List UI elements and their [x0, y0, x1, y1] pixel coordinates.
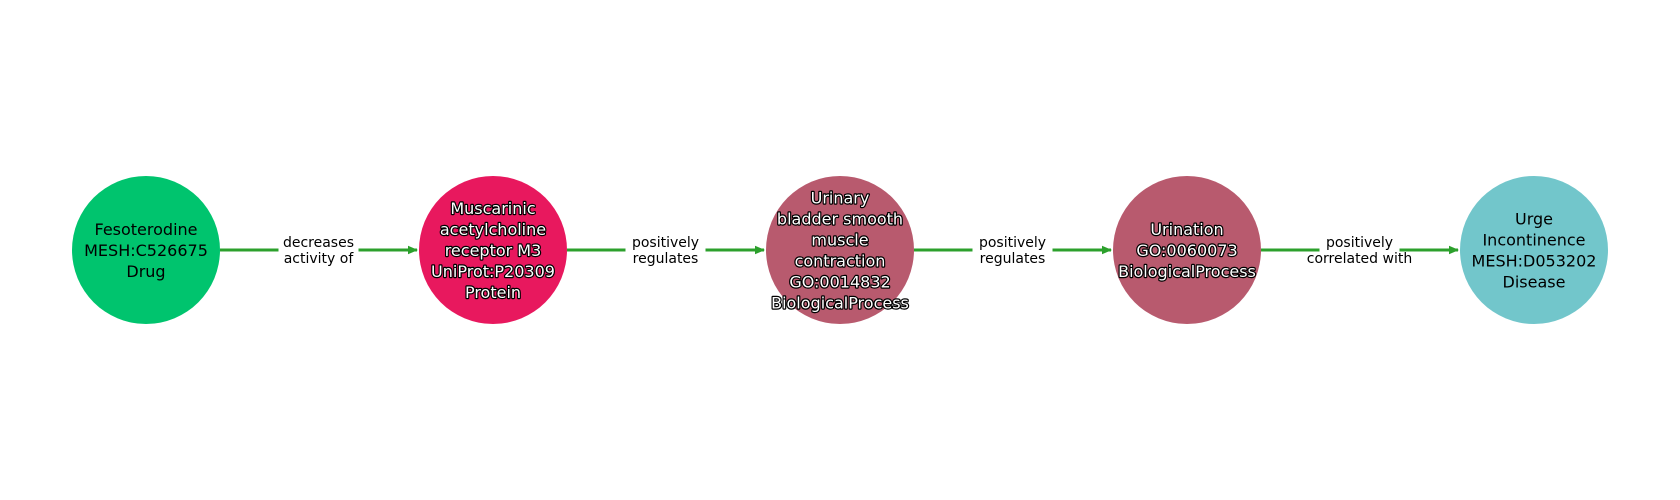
node-label: Urination: [1150, 220, 1223, 239]
node-label: MESH:D053202: [1472, 252, 1597, 271]
edge-label: activity of: [284, 251, 355, 267]
node-circle: [419, 176, 567, 324]
node-circle: [72, 176, 220, 324]
node-label: bladder smooth: [777, 210, 903, 229]
node-label: acetylcholine: [440, 220, 546, 239]
edge-label: regulates: [980, 251, 1046, 267]
node-label: Urinary: [811, 189, 870, 208]
node-label: GO:0060073: [1136, 241, 1237, 260]
node-bladder-contraction: Urinary bladder smooth muscle contractionGO…: [766, 176, 914, 324]
node-label: BiologicalProcess: [1118, 262, 1256, 281]
edge-label: regulates: [633, 251, 699, 267]
node-label: Drug: [126, 262, 165, 281]
node-label: GO:0014832: [789, 273, 890, 292]
node-label: MESH:C526675: [84, 241, 208, 260]
edge-label: decreases: [283, 235, 354, 251]
node-label: receptor M3: [445, 241, 542, 260]
node-label: BiologicalProcess: [771, 294, 909, 313]
node-label: Muscarinic: [450, 199, 535, 218]
node-label: Urge: [1515, 210, 1553, 229]
node-circle: [766, 176, 914, 324]
node-label: contraction: [795, 252, 886, 271]
edge-label: positively: [1326, 235, 1393, 251]
node-muscarinic-receptor: Muscarinic acetylcholine receptor M3 UniPro…: [419, 176, 567, 324]
edge-label: positively: [979, 235, 1046, 251]
node-label: muscle: [811, 231, 868, 250]
node-label: Fesoterodine: [94, 220, 197, 239]
node-circle: [1460, 176, 1608, 324]
edge-label: positively: [632, 235, 699, 251]
node-label: Disease: [1503, 273, 1566, 292]
edge-label: correlated with: [1307, 251, 1412, 267]
node-label: UniProt:P20309: [431, 262, 555, 281]
node-circle: [1113, 176, 1261, 324]
node-label: Incontinence: [1482, 231, 1585, 250]
node-label: Protein: [465, 283, 521, 302]
